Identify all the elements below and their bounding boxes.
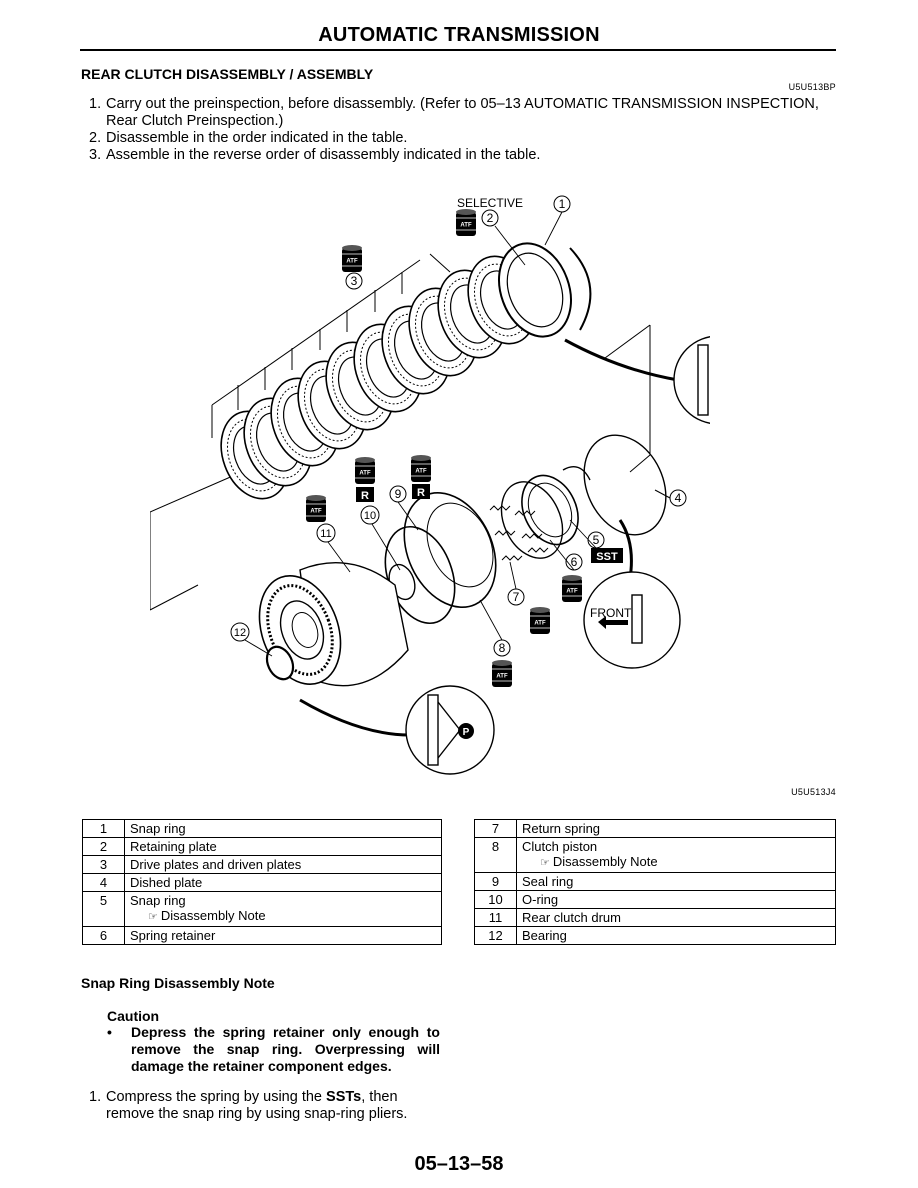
callout-11: 11 [316, 523, 336, 543]
header-rule [80, 49, 836, 51]
procedure-step: 1. Compress the spring by using the SSTs… [89, 1089, 408, 1122]
table-row: 9 Seal ring [474, 872, 836, 891]
svg-text:8: 8 [499, 641, 506, 655]
callout-7: 7 [507, 588, 525, 606]
p-label: P [463, 727, 470, 738]
svg-text:7: 7 [513, 590, 520, 604]
svg-text:4: 4 [675, 491, 682, 505]
step-1: 1. Carry out the preinspection, before d… [89, 96, 819, 129]
callout-3: 3 [345, 272, 363, 290]
callout-9: 9 [389, 485, 407, 503]
instruction-steps: 1. Carry out the preinspection, before d… [89, 96, 849, 164]
section-code: U5U513BP [788, 82, 836, 92]
table-row: 5 Snap ring ☞Disassembly Note [82, 891, 442, 927]
table-row: 8 Clutch piston ☞Disassembly Note [474, 837, 836, 873]
section-title: REAR CLUTCH DISASSEMBLY / ASSEMBLY [81, 66, 374, 82]
svg-text:11: 11 [320, 528, 331, 540]
pointing-hand-icon: ☞ [148, 911, 158, 923]
svg-text:10: 10 [364, 510, 376, 522]
atf-icon [561, 574, 583, 603]
callout-8: 8 [493, 639, 511, 657]
table-row: 7 Return spring [474, 819, 836, 838]
svg-text:12: 12 [234, 627, 246, 639]
atf-icon [341, 244, 363, 273]
table-row: 6 Spring retainer [82, 926, 442, 945]
return-springs [489, 505, 549, 561]
page-header-title: AUTOMATIC TRANSMISSION [318, 24, 600, 46]
svg-text:9: 9 [395, 487, 402, 501]
bullet-icon: • [107, 1024, 112, 1040]
svg-text:R: R [361, 490, 369, 502]
p-detail [405, 685, 495, 775]
table-row: 11 Rear clutch drum [474, 908, 836, 927]
table-row: 2 Retaining plate [82, 837, 442, 856]
table-row: 10 O-ring [474, 890, 836, 909]
r-badge [356, 487, 374, 502]
callout-10: 10 [360, 505, 380, 525]
svg-text:5: 5 [593, 533, 600, 547]
rear-clutch-drum [258, 562, 409, 687]
atf-icon [491, 659, 513, 688]
svg-text:1: 1 [559, 197, 566, 211]
callout-1: 1 [553, 195, 571, 213]
parts-table-right: 7 Return spring 8 Clutch piston ☞Disasse… [474, 819, 836, 945]
step-3: 3. Assemble in the reverse order of disa… [89, 147, 541, 163]
atf-icon [529, 606, 551, 635]
svg-text:2: 2 [487, 211, 494, 225]
callout-5: 5 [587, 531, 605, 549]
callout-12: 12 [230, 622, 250, 642]
callout-2: 2 [481, 209, 499, 227]
r-badge [412, 484, 430, 499]
atf-icon [455, 208, 477, 237]
clutch-plates [208, 242, 592, 510]
exploded-view-diagram: ATF [150, 195, 710, 775]
svg-text:6: 6 [571, 555, 578, 569]
note-section-title: Snap Ring Disassembly Note [81, 975, 275, 991]
parts-table-left: 1 Snap ring 2 Retaining plate 3 Drive pl… [82, 819, 442, 945]
step-2: 2. Disassemble in the order indicated in… [89, 130, 408, 146]
atf-icon [410, 454, 432, 483]
selective-label: SELECTIVE [457, 196, 523, 210]
table-row: 1 Snap ring [82, 819, 442, 838]
disassembly-note-link[interactable]: ☞Disassembly Note [148, 908, 266, 923]
callout-4: 4 [669, 489, 687, 507]
table-row: 3 Drive plates and driven plates [82, 855, 442, 874]
svg-text:3: 3 [351, 274, 358, 288]
svg-text:R: R [417, 487, 425, 499]
disassembly-note-link[interactable]: ☞Disassembly Note [540, 854, 658, 869]
table-row: 12 Bearing [474, 926, 836, 945]
front-label-2: FRONT [590, 606, 632, 620]
callout-6: 6 [565, 553, 583, 571]
caution-item: • Depress the spring retainer only enoug… [107, 1024, 440, 1074]
atf-icon [305, 494, 327, 523]
page-number: 05–13–58 [414, 1153, 504, 1175]
svg-text:SST: SST [596, 551, 618, 563]
sst-badge [591, 548, 623, 563]
atf-icon [354, 456, 376, 485]
pointing-hand-icon: ☞ [540, 857, 550, 869]
figure-code: U5U513J4 [791, 787, 836, 797]
front-detail-1 [673, 336, 710, 424]
caution-title: Caution [107, 1008, 160, 1024]
table-row: 4 Dished plate [82, 873, 442, 892]
